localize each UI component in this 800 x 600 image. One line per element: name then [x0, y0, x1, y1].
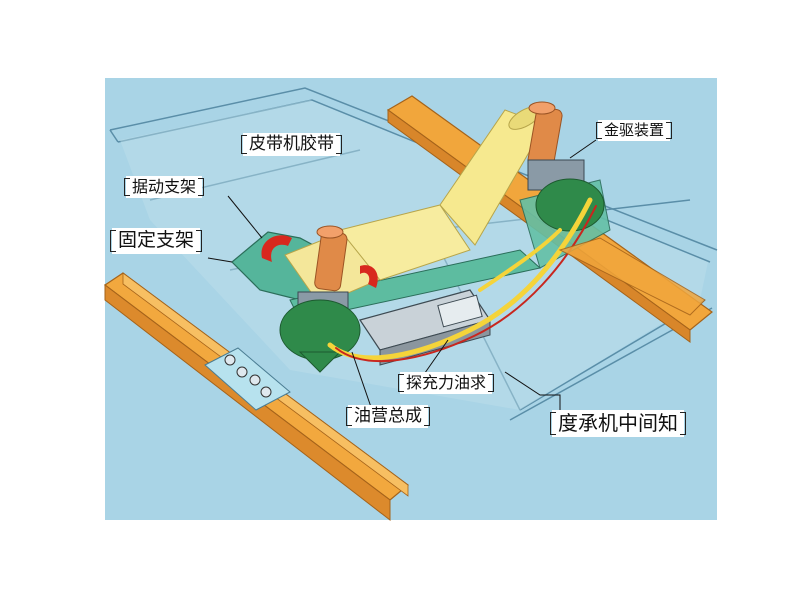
swing-frame-label: 据动支架 [124, 176, 205, 198]
conveyor-frame-label: 度承机中间知 [550, 410, 686, 437]
belt-label: 皮带机胶带 [241, 133, 342, 157]
oil-pipe-assembly-label: 油营总成 [346, 405, 430, 429]
swing-frame-label-text: 据动支架 [132, 177, 197, 196]
fixed-frame-label-text: 固定支架 [118, 229, 195, 251]
cross-beam [558, 237, 706, 316]
rotation-arrows [261, 235, 378, 288]
conveyor-frame-label-text: 度承机中间知 [558, 411, 678, 435]
drive-device-label-text: 金驱装置 [604, 121, 665, 139]
base-plate [204, 347, 291, 411]
right-drive-motor [527, 101, 605, 232]
hydraulic-cylinder-label-text: 探充力油求 [406, 373, 487, 392]
drive-device-label: 金驱装置 [596, 120, 673, 141]
belt-label-text: 皮带机胶带 [249, 134, 334, 154]
left-drive-motor [279, 225, 361, 373]
oil-pipe-assembly-label-text: 油营总成 [354, 406, 422, 426]
fixed-frame-label: 固定支架 [110, 228, 203, 254]
diagram-panel [105, 78, 717, 520]
hydraulic-cylinder-label: 探充力油求 [398, 372, 495, 394]
